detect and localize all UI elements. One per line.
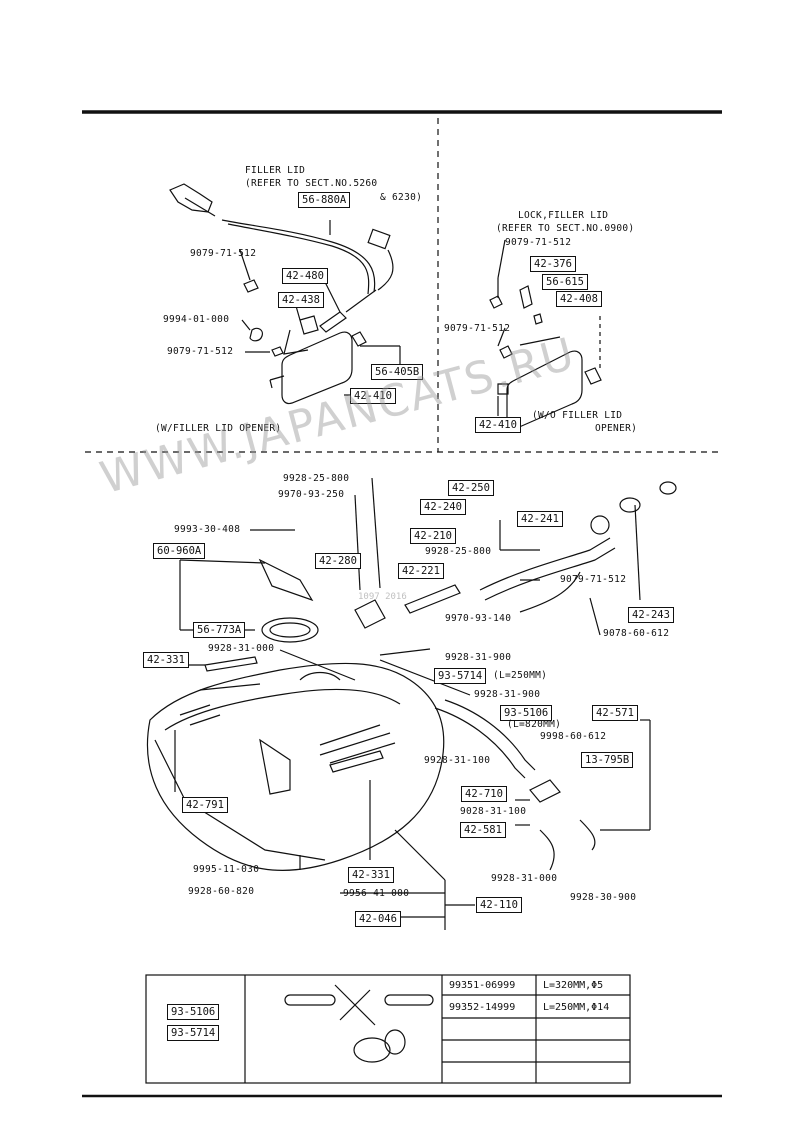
watermark-small: 1097 2016 xyxy=(358,592,407,602)
part-42-791[interactable]: 42-791 xyxy=(182,797,228,813)
part-93-5714-length: (L=250MM) xyxy=(493,670,548,681)
part-42-376[interactable]: 42-376 xyxy=(530,256,576,272)
part-42-331[interactable]: 42-331 xyxy=(348,867,394,883)
part-42-410[interactable]: 42-410 xyxy=(475,417,521,433)
callout-9970-93-250: 9970-93-250 xyxy=(278,489,345,500)
part-42-243[interactable]: 42-243 xyxy=(628,607,674,623)
part-56-405B[interactable]: 56-405B xyxy=(371,364,424,380)
table-row-1-part: 99351-06999 xyxy=(449,980,516,991)
part-42-240[interactable]: 42-240 xyxy=(420,499,466,515)
callout-9928-30-900: 9928-30-900 xyxy=(570,892,637,903)
part-93-5714[interactable]: 93-5714 xyxy=(434,668,487,684)
callout-9078-60-612: 9078-60-612 xyxy=(603,628,670,639)
note-wo-opener: (W/O FILLER LID xyxy=(532,410,623,421)
note-lock-ref: (REFER TO SECT.NO.0900) xyxy=(496,223,635,234)
note-filler-lid-ref2: & 6230) xyxy=(380,192,423,203)
callout-9995-11-030: 9995-11-030 xyxy=(193,864,260,875)
callout-9928-31-000: 9928-31-000 xyxy=(208,643,275,654)
callout-9970-93-140: 9970-93-140 xyxy=(445,613,512,624)
part-60-960A[interactable]: 60-960A xyxy=(153,543,206,559)
part-13-795B[interactable]: 13-795B xyxy=(581,752,634,768)
part-42-480[interactable]: 42-480 xyxy=(282,268,328,284)
part-42-210[interactable]: 42-210 xyxy=(410,528,456,544)
table-part-93-5714[interactable]: 93-5714 xyxy=(167,1025,220,1041)
callout-9079-71-512: 9079-71-512 xyxy=(444,323,511,334)
callout-9928-31-100: 9928-31-100 xyxy=(424,755,491,766)
callout-9994-01-000: 9994-01-000 xyxy=(163,314,230,325)
fuel-tank-drawing xyxy=(146,477,677,930)
hose-table-lines xyxy=(145,974,631,1084)
filler-lid-cable-drawing xyxy=(169,183,401,405)
callout-9928-25-800: 9928-25-800 xyxy=(425,546,492,557)
callout-9079-71-512: 9079-71-512 xyxy=(505,237,572,248)
note-filler-lid: FILLER LID xyxy=(245,165,306,176)
callout-9928-31-000: 9928-31-000 xyxy=(491,873,558,884)
callout-9928-31-900: 9928-31-900 xyxy=(474,689,541,700)
part-42-571[interactable]: 42-571 xyxy=(592,705,638,721)
part-42-250[interactable]: 42-250 xyxy=(448,480,494,496)
part-42-410[interactable]: 42-410 xyxy=(350,388,396,404)
part-42-241[interactable]: 42-241 xyxy=(517,511,563,527)
callout-9993-30-408: 9993-30-408 xyxy=(174,524,241,535)
part-42-046[interactable]: 42-046 xyxy=(355,911,401,927)
callout-9928-31-900: 9928-31-900 xyxy=(445,652,512,663)
filler-lid-lock-drawing xyxy=(489,239,602,430)
note-filler-lid-ref: (REFER TO SECT.NO.5260 xyxy=(245,178,378,189)
callout-9956-41-000: 9956-41-000 xyxy=(343,888,410,899)
callout-9998-60-612: 9998-60-612 xyxy=(540,731,607,742)
part-42-408[interactable]: 42-408 xyxy=(556,291,602,307)
table-row-2-spec: L=250MM,Φ14 xyxy=(543,1002,610,1013)
callout-9079-71-512: 9079-71-512 xyxy=(190,248,257,259)
callout-9928-60-820: 9928-60-820 xyxy=(188,886,255,897)
part-56-880A[interactable]: 56-880A xyxy=(298,192,351,208)
part-42-280[interactable]: 42-280 xyxy=(315,553,361,569)
note-wo-opener-2: OPENER) xyxy=(595,423,638,434)
callout-9028-31-100: 9028-31-100 xyxy=(460,806,527,817)
part-56-615[interactable]: 56-615 xyxy=(542,274,588,290)
callout-9079-71-512: 9079-71-512 xyxy=(167,346,234,357)
table-row-2-part: 99352-14999 xyxy=(449,1002,516,1013)
table-part-93-5106[interactable]: 93-5106 xyxy=(167,1004,220,1020)
part-93-5106[interactable]: 93-5106 xyxy=(500,705,553,721)
callout-9928-25-800: 9928-25-800 xyxy=(283,473,350,484)
part-56-773A[interactable]: 56-773A xyxy=(193,622,246,638)
part-42-221[interactable]: 42-221 xyxy=(398,563,444,579)
part-42-331[interactable]: 42-331 xyxy=(143,652,189,668)
callout-9079-71-512: 9079-71-512 xyxy=(560,574,627,585)
table-row-1-spec: L=320MM,Φ5 xyxy=(543,980,604,991)
part-42-710[interactable]: 42-710 xyxy=(461,786,507,802)
part-42-438[interactable]: 42-438 xyxy=(278,292,324,308)
part-42-581[interactable]: 42-581 xyxy=(460,822,506,838)
callout-l-820mm: (L=820MM) xyxy=(507,719,562,730)
note-lock-filler-lid: LOCK,FILLER LID xyxy=(518,210,609,221)
part-42-110[interactable]: 42-110 xyxy=(476,897,522,913)
note-with-opener: (W/FILLER LID OPENER) xyxy=(155,423,282,434)
